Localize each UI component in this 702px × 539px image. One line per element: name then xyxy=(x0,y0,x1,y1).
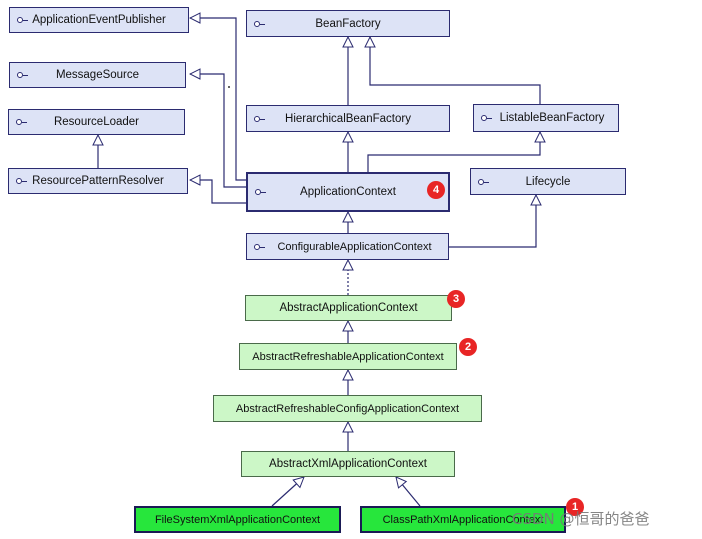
badge-abstract-application-context: 3 xyxy=(447,290,465,308)
node-label: FileSystemXmlApplicationContext xyxy=(154,513,321,526)
interface-icon xyxy=(17,72,28,78)
node-label: ApplicationContext xyxy=(300,186,396,198)
node-label: ResourcePatternResolver xyxy=(32,175,164,187)
node-label: ConfigurableApplicationContext xyxy=(277,240,432,253)
interface-icon xyxy=(17,17,28,23)
node-label: HierarchicalBeanFactory xyxy=(285,112,411,125)
node-label: Lifecycle xyxy=(525,175,571,188)
node-label: ResourceLoader xyxy=(53,116,140,128)
node-label: ApplicationEventPublisher xyxy=(32,14,166,26)
interface-icon xyxy=(16,119,27,125)
class-class-path-xml-application-context: ClassPathXmlApplicationContext xyxy=(360,506,566,533)
node-label: MessageSource xyxy=(55,69,140,81)
node-label: ClassPathXmlApplicationContext xyxy=(382,513,544,526)
class-abstract-refreshable-config-application-context: AbstractRefreshableConfigApplicationCont… xyxy=(213,395,482,422)
interface-icon xyxy=(16,178,27,184)
edge-appctx-to-listable xyxy=(367,132,540,172)
node-label: BeanFactory xyxy=(315,17,381,30)
watermark: CSDN @恒哥的爸爸 xyxy=(512,510,650,528)
interface-icon xyxy=(254,20,265,27)
edge-configurable-to-lifecycle xyxy=(449,195,536,248)
badge-class-path: 1 xyxy=(566,498,584,516)
stray-dot xyxy=(228,86,230,88)
badge-abstract-refreshable: 2 xyxy=(459,338,477,356)
class-abstract-xml-application-context: AbstractXmlApplicationContext xyxy=(241,451,455,477)
edge-appctx-to-resolver xyxy=(190,180,246,204)
interface-icon xyxy=(478,178,489,185)
interface-hierarchical-bean-factory: HierarchicalBeanFactory xyxy=(246,105,450,132)
interface-configurable-application-context: ConfigurableApplicationContext xyxy=(246,233,449,260)
edge-filesystem-to-xml xyxy=(271,477,304,507)
node-label: AbstractRefreshableConfigApplicationCont… xyxy=(235,402,460,415)
interface-icon xyxy=(254,243,265,250)
interface-application-context: ApplicationContext xyxy=(246,172,450,212)
badge-application-context: 4 xyxy=(427,181,445,199)
interface-icon xyxy=(255,189,266,195)
interface-icon xyxy=(254,115,265,122)
interface-icon xyxy=(481,115,492,121)
edge-listable-to-beanfactory xyxy=(370,37,541,104)
edge-classpath-to-xml xyxy=(396,477,421,507)
class-abstract-application-context: AbstractApplicationContext xyxy=(245,295,452,321)
node-label: AbstractApplicationContext xyxy=(279,302,418,314)
node-label: ListableBeanFactory xyxy=(499,112,605,124)
interface-resource-loader: ResourceLoader xyxy=(8,109,185,135)
interface-message-source: MessageSource xyxy=(9,62,186,88)
edge-appctx-to-messagesource xyxy=(190,74,246,188)
interface-resource-pattern-resolver: ResourcePatternResolver xyxy=(8,168,188,194)
interface-listable-bean-factory: ListableBeanFactory xyxy=(473,104,619,132)
interface-bean-factory: BeanFactory xyxy=(246,10,450,37)
interface-application-event-publisher: ApplicationEventPublisher xyxy=(9,7,189,33)
class-file-system-xml-application-context: FileSystemXmlApplicationContext xyxy=(134,506,341,533)
node-label: AbstractXmlApplicationContext xyxy=(269,458,427,470)
interface-lifecycle: Lifecycle xyxy=(470,168,626,195)
node-label: AbstractRefreshableApplicationContext xyxy=(252,350,444,363)
edge-appctx-to-publisher xyxy=(190,18,246,181)
class-abstract-refreshable-application-context: AbstractRefreshableApplicationContext xyxy=(239,343,457,370)
